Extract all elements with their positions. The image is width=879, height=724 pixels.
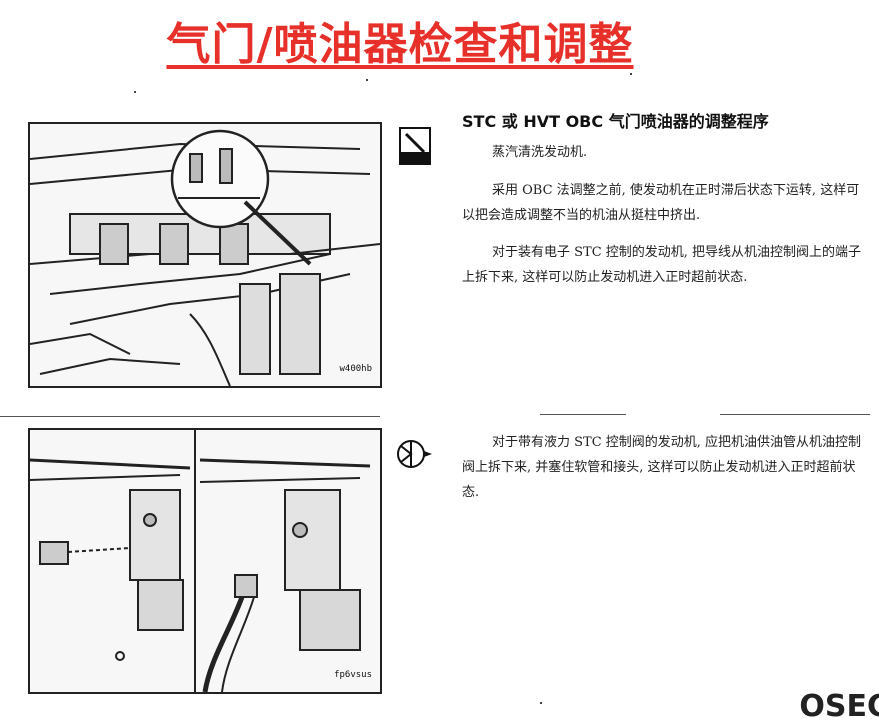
paragraph-steam-clean: 蒸汽清洗发动机.: [492, 145, 588, 160]
speck: [540, 702, 542, 704]
figure-code: fp6vsus: [334, 670, 372, 680]
separator-line: [720, 414, 870, 415]
engine-illustration: [30, 124, 380, 386]
engine-figure: w400hb: [28, 122, 382, 388]
separator-line: [0, 416, 380, 417]
speck: [134, 91, 136, 93]
corner-text: OSEC: [799, 689, 879, 724]
figure-code: w400hb: [339, 364, 372, 374]
oil-control-valve-illustration: [30, 430, 380, 692]
speck: [630, 73, 632, 75]
paragraph-obc-adjust: 采用 OBC 法调整之前, 使发动机在正时滞后状态下运转, 这样可以把会造成调整…: [462, 183, 860, 223]
paragraph-hydraulic-stc: 对于带有液力 STC 控制阀的发动机, 应把机油供油管从机油控制阀上拆下来, 并…: [462, 435, 862, 500]
speck: [366, 79, 368, 81]
wrench-socket-icon: [395, 434, 435, 478]
steam-cleaner-icon: [398, 126, 432, 170]
oil-control-valve-figure: fp6vsus: [28, 428, 382, 694]
separator-line: [540, 414, 626, 415]
section-heading: STC 或 HVT OBC 气门喷油器的调整程序: [462, 112, 769, 131]
page-title: 气门/喷油器检查和调整: [166, 19, 634, 70]
paragraph-electronic-stc: 对于装有电子 STC 控制的发动机, 把导线从机油控制阀上的端子上拆下来, 这样…: [462, 245, 862, 285]
